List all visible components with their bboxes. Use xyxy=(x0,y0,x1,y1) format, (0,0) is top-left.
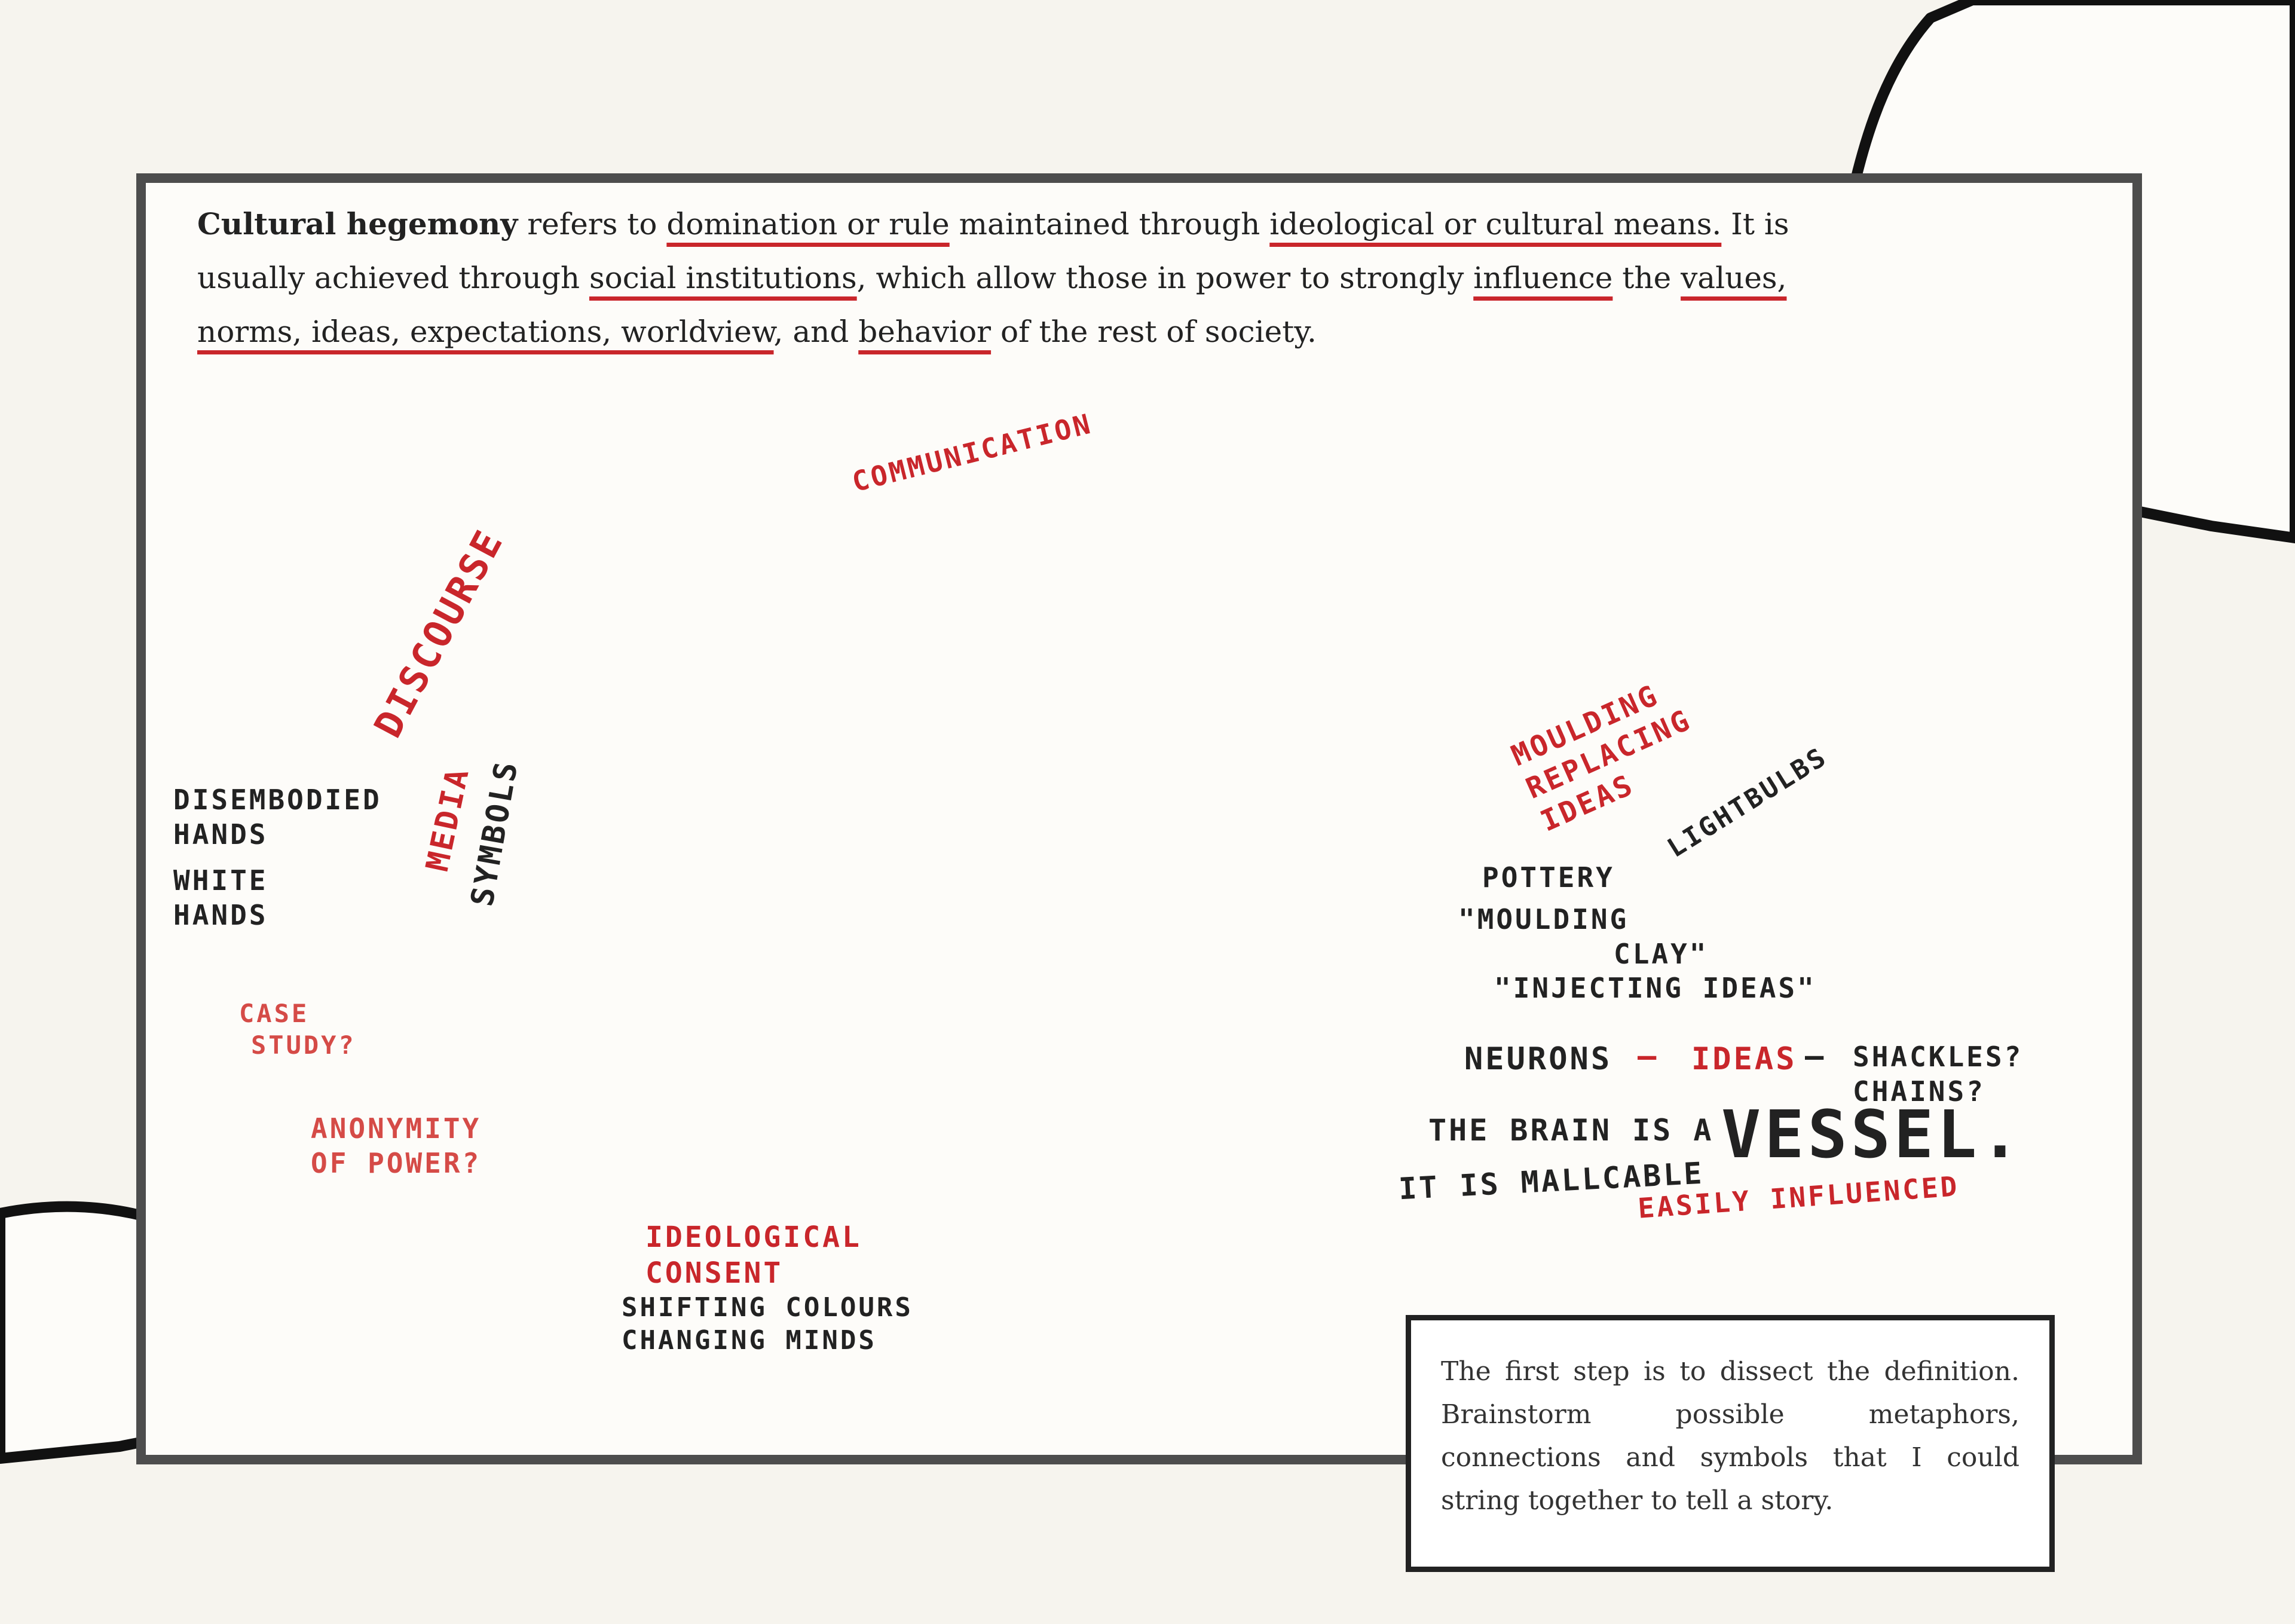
label-line: Changing Minds xyxy=(622,1324,913,1357)
definition-text: the xyxy=(1612,261,1681,295)
label-vessel: Vessel. xyxy=(1721,1094,2024,1176)
underlined-phrase: ideological or cultural means. xyxy=(1269,207,1721,241)
definition-text: refers to xyxy=(518,207,666,241)
label-moulding-clay: "Moulding Clay" xyxy=(1458,903,1708,971)
label-dash: — xyxy=(1638,1037,1658,1076)
term-cultural-hegemony: Cultural hegemony xyxy=(197,206,518,241)
label-anonymity-of-power: Anonymity Of Power? xyxy=(311,1112,481,1180)
label-line: Hands xyxy=(173,818,382,852)
label-shifting-colours: Shifting Colours Changing Minds xyxy=(622,1291,913,1358)
label-injecting-ideas: "Injecting Ideas" xyxy=(1494,971,1816,1006)
label-neurons: Neurons xyxy=(1464,1040,1612,1079)
definition-text: maintained through xyxy=(950,207,1270,241)
underlined-phrase: behavior xyxy=(858,314,991,349)
definition-paragraph: Cultural hegemony refers to domination o… xyxy=(197,197,1871,359)
caption-text: The first step is to dissect the definit… xyxy=(1441,1356,2019,1516)
label-line: Clay" xyxy=(1614,937,1708,972)
definition-text: of the rest of society. xyxy=(991,314,1317,349)
label-disembodied-hands: Disembodied Hands White Hands xyxy=(173,783,382,932)
label-line: Anonymity xyxy=(311,1112,481,1146)
label-line: Case xyxy=(239,998,356,1030)
label-case-study: Case Study? xyxy=(239,998,356,1061)
label-line: Ideological xyxy=(645,1219,862,1255)
definition-text: , and xyxy=(774,314,859,349)
label-line: Consent xyxy=(645,1255,862,1291)
label-ideas: Ideas xyxy=(1691,1040,1797,1079)
label-line: White xyxy=(173,864,382,898)
label-line: Of Power? xyxy=(311,1146,481,1181)
underlined-phrase: social institutions xyxy=(589,261,857,295)
label-brain-is-a: The Brain is a xyxy=(1428,1112,1713,1149)
label-line: Study? xyxy=(251,1030,356,1062)
label-line: Disembodied xyxy=(173,783,382,818)
underlined-phrase: influence xyxy=(1473,261,1612,295)
label-dash: — xyxy=(1805,1037,1826,1076)
caption-note-box: The first step is to dissect the definit… xyxy=(1406,1315,2055,1572)
label-line: Hands xyxy=(173,898,382,933)
label-pottery: Pottery xyxy=(1482,861,1615,895)
label-ideological-consent: Ideological Consent xyxy=(645,1219,862,1291)
label-line: Shackles? xyxy=(1853,1040,2023,1075)
definition-text: , which allow those in power to strongly xyxy=(857,261,1474,295)
label-line: Shifting Colours xyxy=(622,1291,913,1324)
underlined-phrase: domination or rule xyxy=(666,207,949,241)
label-line: "Moulding xyxy=(1458,903,1708,937)
